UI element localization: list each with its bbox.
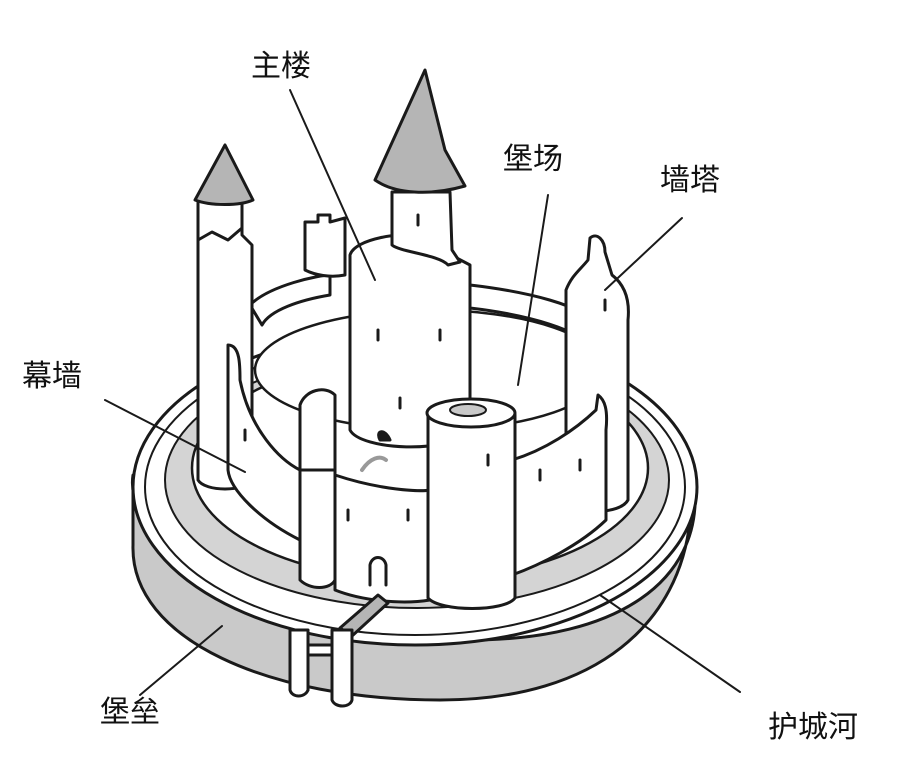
label-wall-tower: 墙塔	[660, 163, 720, 198]
label-moat: 护城河	[768, 710, 858, 745]
curtain-wall-front	[226, 343, 609, 604]
leader-moat	[599, 594, 741, 693]
label-rampart: 堡垒	[100, 695, 160, 730]
leader-bailey	[517, 194, 549, 386]
leader-keep	[289, 89, 376, 281]
main-keep	[348, 68, 472, 449]
leader-lines	[104, 89, 741, 696]
label-keep: 主楼	[251, 49, 311, 84]
label-curtain-wall: 幕墙	[22, 359, 82, 394]
front-round-tower	[425, 397, 517, 610]
ruined-tower	[303, 213, 347, 278]
leader-wall-tower	[604, 217, 683, 291]
label-bailey: 堡场	[503, 142, 563, 177]
drawbridge	[288, 593, 390, 708]
leader-rampart	[139, 625, 223, 696]
leader-curtain-wall	[104, 399, 246, 473]
